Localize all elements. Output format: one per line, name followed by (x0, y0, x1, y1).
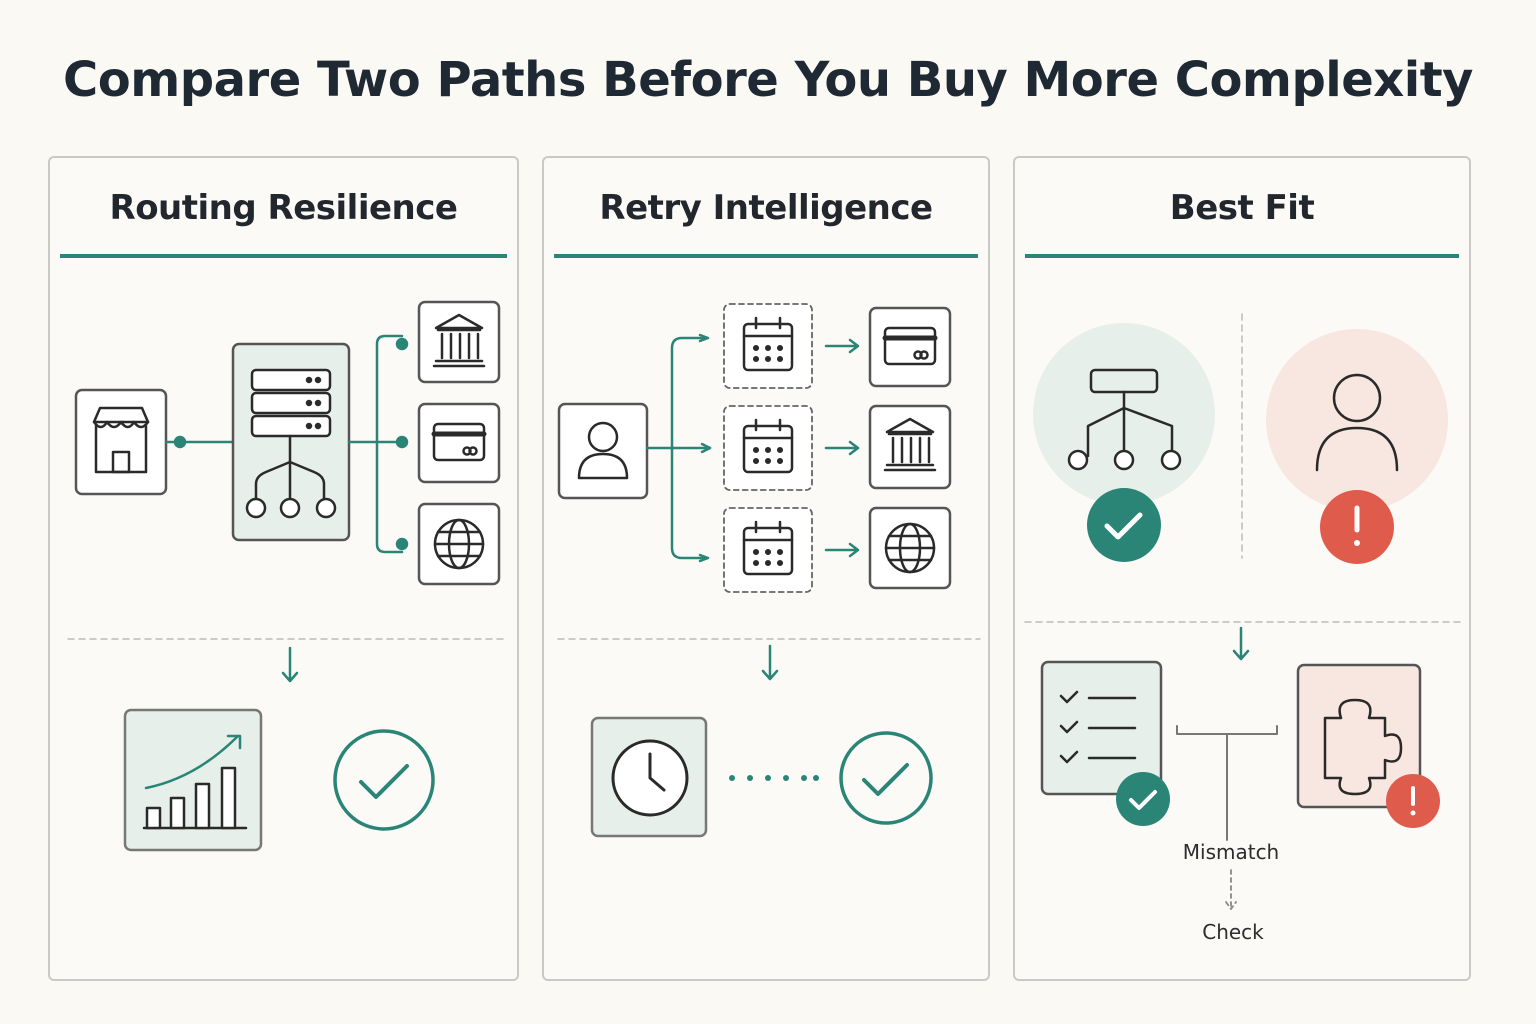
check-label: Check (1202, 920, 1264, 944)
bank-icon (868, 404, 952, 490)
bank-icon (417, 300, 501, 384)
calendar-icon (723, 507, 813, 593)
dotted-connector (729, 775, 819, 781)
check-circle-icon (333, 729, 435, 831)
globe-icon (868, 506, 952, 590)
credit-card-icon (868, 306, 952, 388)
globe-icon (417, 502, 501, 586)
puzzle-icon (1296, 663, 1422, 809)
panel-best-fit: Best Fit (1013, 156, 1471, 981)
check-badge-icon (1087, 488, 1161, 562)
calendar-icon (723, 303, 813, 389)
check-circle-icon (839, 731, 933, 825)
routing-diagram (67, 300, 509, 852)
credit-card-icon (417, 402, 501, 484)
checklist-icon (1040, 660, 1163, 796)
panel-title-best-fit: Best Fit (1169, 188, 1315, 228)
panel-divider (60, 254, 507, 258)
panel-routing-resilience: Routing Resilience (48, 156, 519, 981)
alert-badge-icon (1320, 490, 1394, 564)
page-title: Compare Two Paths Before You Buy More Co… (63, 52, 1473, 108)
panel-retry-intelligence: Retry Intelligence (542, 156, 990, 981)
panel-divider (554, 254, 978, 258)
best-fit-diagram (1024, 313, 1462, 910)
calendar-icon (723, 405, 813, 491)
user-icon (1266, 329, 1448, 511)
server-stack-icon (231, 342, 351, 542)
mismatch-label: Mismatch (1182, 840, 1280, 864)
retry-diagram (557, 303, 981, 838)
panel-title-routing: Routing Resilience (109, 188, 458, 228)
hierarchy-icon (1033, 323, 1215, 505)
growth-chart-icon (123, 708, 263, 852)
storefront-icon (74, 388, 168, 496)
user-icon (557, 402, 649, 500)
panel-divider (1025, 254, 1459, 258)
clock-icon (590, 716, 708, 838)
check-badge-icon (1116, 772, 1170, 826)
alert-badge-icon (1386, 774, 1440, 828)
panel-title-retry: Retry Intelligence (599, 188, 933, 228)
